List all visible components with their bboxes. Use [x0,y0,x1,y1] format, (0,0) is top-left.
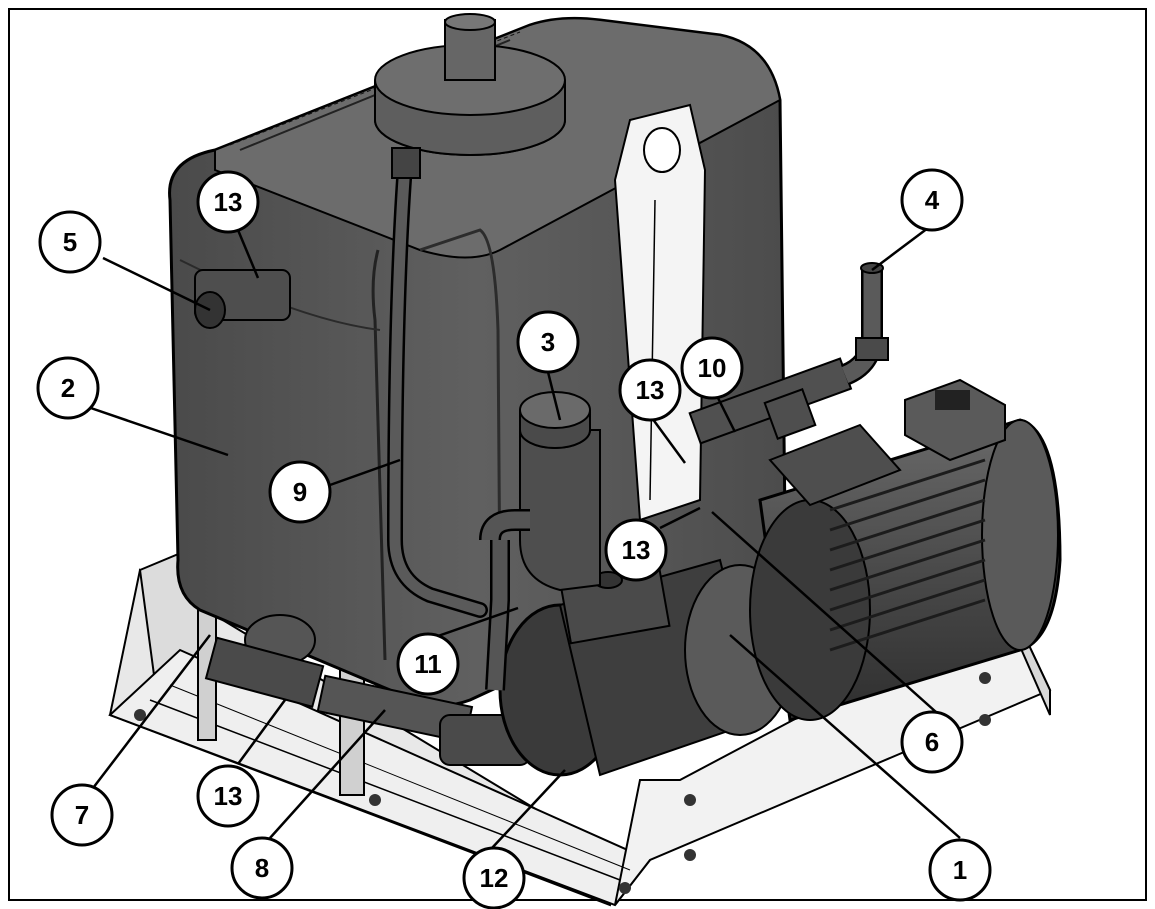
callout-13-discharge-upper: 13 [618,358,682,422]
callout-label: 12 [480,863,509,893]
callout-10: 10 [680,336,744,400]
callout-label: 13 [214,781,243,811]
callout-label: 7 [75,800,89,830]
callout-label: 6 [925,727,939,757]
callout-label: 9 [293,477,307,507]
callout-label: 1 [953,855,967,885]
callout-13-discharge-lower: 13 [604,518,668,582]
callout-label: 11 [414,649,442,679]
callout-11: 11 [396,632,460,696]
callout-label: 13 [636,375,665,405]
callout-label: 3 [541,327,555,357]
callout-8: 8 [230,836,294,900]
callout-4: 4 [900,168,964,232]
callout-9: 9 [268,460,332,524]
callout-12: 12 [462,846,526,909]
callout-label: 13 [214,187,243,217]
leader-lines [81,227,961,849]
callout-5: 5 [38,210,102,274]
callout-label: 2 [61,373,75,403]
callout-label: 8 [255,853,269,883]
callout-label: 10 [698,353,727,383]
callout-label: 5 [63,227,77,257]
valve [479,391,601,691]
callout-1: 1 [928,838,992,902]
callout-7: 7 [50,783,114,847]
motor [749,378,1062,722]
callout-6: 6 [900,710,964,774]
callout-label: 4 [925,185,940,215]
callout-13-suction: 13 [196,764,260,828]
callout-3: 3 [516,310,580,374]
callout-2: 2 [36,356,100,420]
callout-13-tank-fitting: 13 [196,170,260,234]
callout-label: 13 [622,535,651,565]
